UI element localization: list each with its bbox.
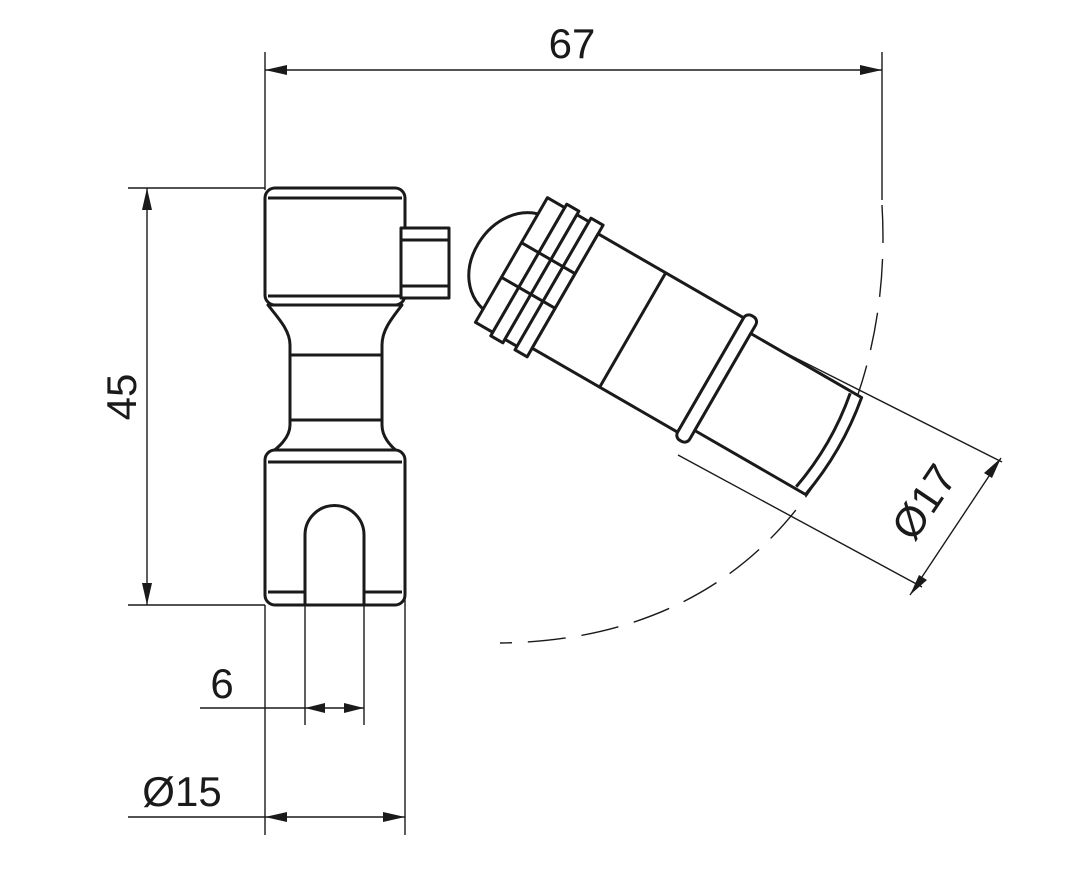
mount-body <box>263 186 407 607</box>
slot-width-label: 6 <box>210 660 233 707</box>
dimension-overall-width: 67 <box>264 20 883 200</box>
overall-width-label: 67 <box>549 20 596 67</box>
rotation-arc <box>499 204 884 644</box>
head-diameter-label: Ø17 <box>882 456 965 548</box>
lamp-head <box>467 196 864 496</box>
dimension-overall-height: 45 <box>98 187 265 606</box>
overall-height-label: 45 <box>98 374 145 421</box>
dimension-base-diameter: Ø15 <box>128 560 406 835</box>
base-diameter-label: Ø15 <box>142 768 221 815</box>
dimension-slot-width: 6 <box>200 605 365 725</box>
connecting-pin <box>399 226 451 300</box>
mount-slot <box>303 504 366 607</box>
